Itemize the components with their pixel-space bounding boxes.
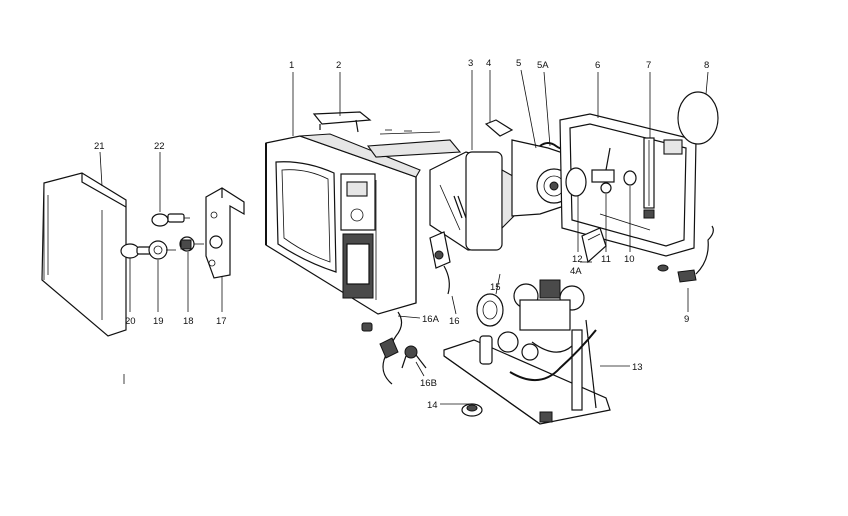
part-8-disc bbox=[677, 91, 719, 145]
label-5a: 5A bbox=[537, 60, 549, 71]
part-17-bracket bbox=[205, 187, 245, 279]
label-17: 17 bbox=[216, 316, 227, 327]
part-16a-cord bbox=[379, 311, 403, 385]
label-14: 14 bbox=[427, 400, 438, 411]
label-3: 3 bbox=[468, 58, 473, 69]
label-21: 21 bbox=[94, 141, 105, 152]
part-10-socket bbox=[623, 170, 637, 186]
part-labels: 1 2 3 4 5 5A 6 7 8 9 10 11 12 13 14 15 1… bbox=[94, 58, 709, 411]
label-7: 7 bbox=[646, 60, 651, 71]
label-16b: 16B bbox=[420, 378, 437, 389]
label-15: 15 bbox=[490, 282, 501, 293]
label-8: 8 bbox=[704, 60, 709, 71]
label-13: 13 bbox=[632, 362, 643, 373]
label-4: 4 bbox=[486, 58, 491, 69]
part-21-side-cover bbox=[41, 172, 127, 337]
label-5: 5 bbox=[516, 58, 521, 69]
part-12-ring bbox=[565, 167, 587, 197]
label-18: 18 bbox=[183, 316, 194, 327]
part-4-component bbox=[484, 119, 514, 137]
label-11: 11 bbox=[601, 254, 611, 265]
label-22: 22 bbox=[154, 141, 165, 152]
part-14-disc bbox=[461, 403, 483, 417]
part-7-strip bbox=[643, 137, 655, 209]
label-4a: 4A bbox=[570, 266, 582, 277]
label-9: 9 bbox=[684, 314, 689, 325]
part-15-ring bbox=[476, 293, 504, 327]
part-20-knob bbox=[120, 243, 152, 259]
part-19-knob bbox=[148, 240, 176, 260]
part-1-cabinet bbox=[265, 133, 421, 332]
leader-lines bbox=[99, 69, 709, 405]
part-9-connector bbox=[657, 225, 714, 283]
part-22-knob-shaft bbox=[151, 213, 190, 227]
label-10: 10 bbox=[624, 254, 635, 265]
label-6: 6 bbox=[595, 60, 600, 71]
part-13-chassis bbox=[443, 279, 611, 425]
top-hardware-strip bbox=[366, 129, 462, 158]
part-16-bracket bbox=[429, 231, 451, 295]
part-18-control bbox=[179, 236, 204, 252]
label-16: 16 bbox=[449, 316, 460, 327]
label-20: 20 bbox=[125, 316, 136, 327]
part-16b-plug bbox=[401, 345, 427, 369]
part-2-handle bbox=[312, 111, 372, 133]
label-1: 1 bbox=[289, 60, 294, 71]
label-16a: 16A bbox=[422, 314, 440, 325]
part-11-component bbox=[591, 147, 615, 194]
label-12: 12 bbox=[572, 254, 583, 265]
label-19: 19 bbox=[153, 316, 164, 327]
part-5-yoke-assembly bbox=[511, 139, 573, 217]
label-2: 2 bbox=[336, 60, 341, 71]
